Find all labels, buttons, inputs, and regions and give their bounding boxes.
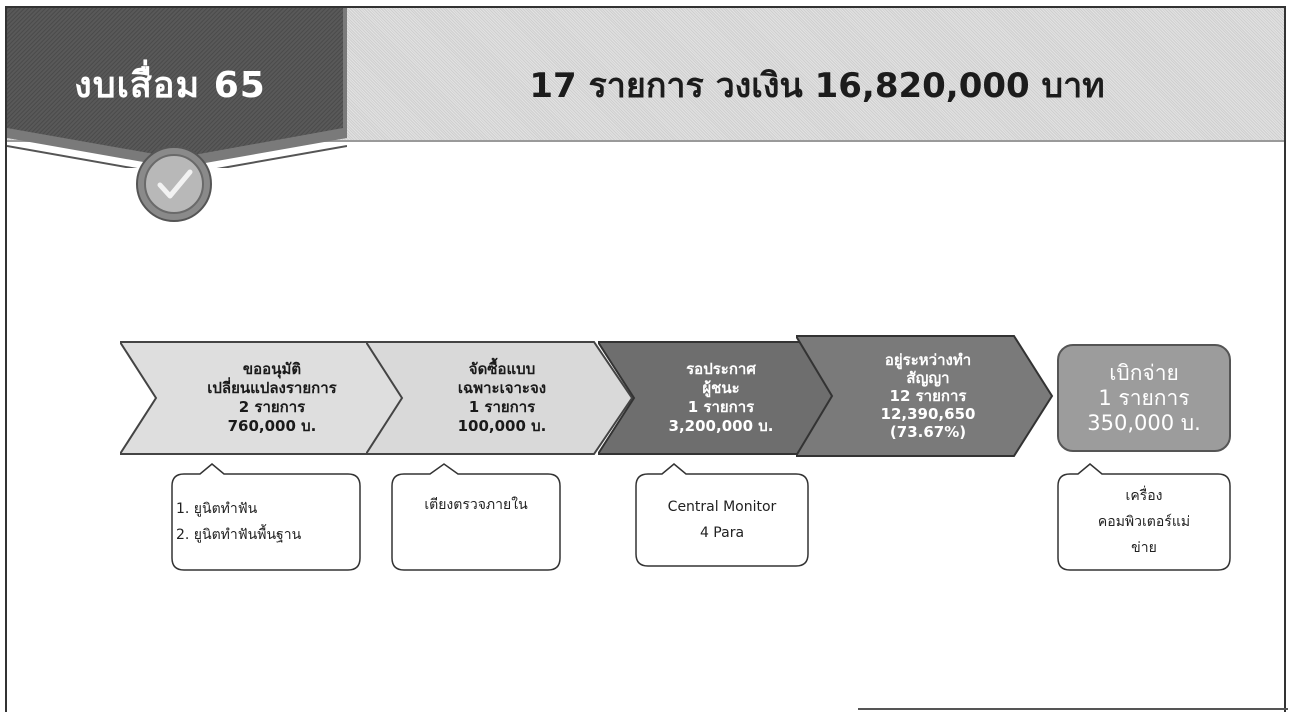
callout-bubble: [391, 463, 561, 571]
callout-bubble: [635, 463, 809, 567]
step-text: จัดซื้อแบบ เฉพาะเจาะจง 1 รายการ 100,000 …: [412, 340, 592, 456]
step-line: ผู้ชนะ: [702, 379, 740, 397]
callout-line: เครื่อง: [1125, 488, 1163, 504]
step-line: จัดซื้อแบบ: [468, 360, 536, 378]
section-title: งบเสื่อม 65: [74, 65, 266, 106]
process-step-awaiting-winner: รอประกาศ ผู้ชนะ 1 รายการ 3,200,000 บ.: [598, 340, 840, 456]
callout-dental-units: 1. ยูนิตทำฟัน 2. ยูนิตทำฟันพื้นฐาน: [170, 462, 362, 572]
step-line: เปลี่ยนแปลงรายการ: [207, 379, 337, 397]
step-text: ขออนุมัติ เปลี่ยนแปลงรายการ 2 รายการ 760…: [172, 340, 372, 456]
callout-line: เตียงตรวจภายใน: [424, 497, 528, 513]
page-title: 17 รายการ วงเงิน 16,820,000 บาท: [529, 66, 1105, 106]
callout-line: Central Monitor: [667, 499, 777, 515]
step-line: 12,390,650: [880, 405, 976, 423]
step-line: เฉพาะเจาะจง: [457, 379, 547, 397]
callout-text: 1. ยูนิตทำฟัน 2. ยูนิตทำฟันพื้นฐาน: [172, 474, 360, 570]
step-line: 1 รายการ: [468, 398, 536, 416]
title-tab: [7, 8, 347, 168]
step-line: (73.67%): [889, 423, 967, 441]
step-line: อยู่ระหว่างทำ: [884, 351, 972, 369]
callout-server-computer: เครื่อง คอมพิวเตอร์แม่ ข่าย: [1056, 462, 1232, 572]
callout-line: 2. ยูนิตทำฟันพื้นฐาน: [176, 527, 302, 543]
step-line: รอประกาศ: [686, 360, 756, 378]
step-line: สัญญา: [906, 369, 950, 387]
step-line: 100,000 บ.: [457, 417, 547, 435]
callout-text: เตียงตรวจภายใน: [392, 474, 560, 570]
callout-line: 4 Para: [699, 525, 745, 541]
final-line: เบิกจ่าย: [1109, 360, 1179, 385]
chevron-shape: [796, 335, 1054, 457]
chevron-shape: [366, 341, 634, 455]
step-line: 12 รายการ: [889, 387, 967, 405]
callout-text: Central Monitor 4 Para: [636, 474, 808, 566]
process-step-contracting: อยู่ระหว่างทำ สัญญา 12 รายการ 12,390,650…: [796, 334, 1054, 458]
step-line: 760,000 บ.: [227, 417, 317, 435]
callout-text: เครื่อง คอมพิวเตอร์แม่ ข่าย: [1058, 474, 1230, 570]
slide-frame: [5, 6, 1286, 712]
step-line: 2 รายการ: [238, 398, 306, 416]
callout-bubble: [171, 463, 361, 571]
slide-bottom-rule: [858, 708, 1288, 710]
callout-line: ข่าย: [1131, 540, 1157, 556]
step-line: 1 รายการ: [687, 398, 755, 416]
callout-line: 1. ยูนิตทำฟัน: [176, 501, 258, 517]
final-line: 1 รายการ: [1098, 385, 1190, 410]
callout-exam-bed: เตียงตรวจภายใน: [390, 462, 562, 572]
step-text: อยู่ระหว่างทำ สัญญา 12 รายการ 12,390,650…: [840, 334, 1016, 458]
callout-bubble: [1057, 463, 1231, 571]
process-step-disbursed: เบิกจ่าย 1 รายการ 350,000 บ.: [1057, 344, 1231, 452]
final-line: 350,000 บ.: [1087, 410, 1201, 435]
process-step-specific-purchase: จัดซื้อแบบ เฉพาะเจาะจง 1 รายการ 100,000 …: [366, 340, 634, 456]
check-icon: [136, 146, 212, 222]
step-line: 3,200,000 บ.: [668, 417, 774, 435]
callout-central-monitor: Central Monitor 4 Para: [634, 462, 810, 568]
step-line: ขออนุมัติ: [242, 360, 302, 378]
callout-line: คอมพิวเตอร์แม่: [1097, 514, 1191, 530]
step-text: รอประกาศ ผู้ชนะ 1 รายการ 3,200,000 บ.: [638, 340, 804, 456]
